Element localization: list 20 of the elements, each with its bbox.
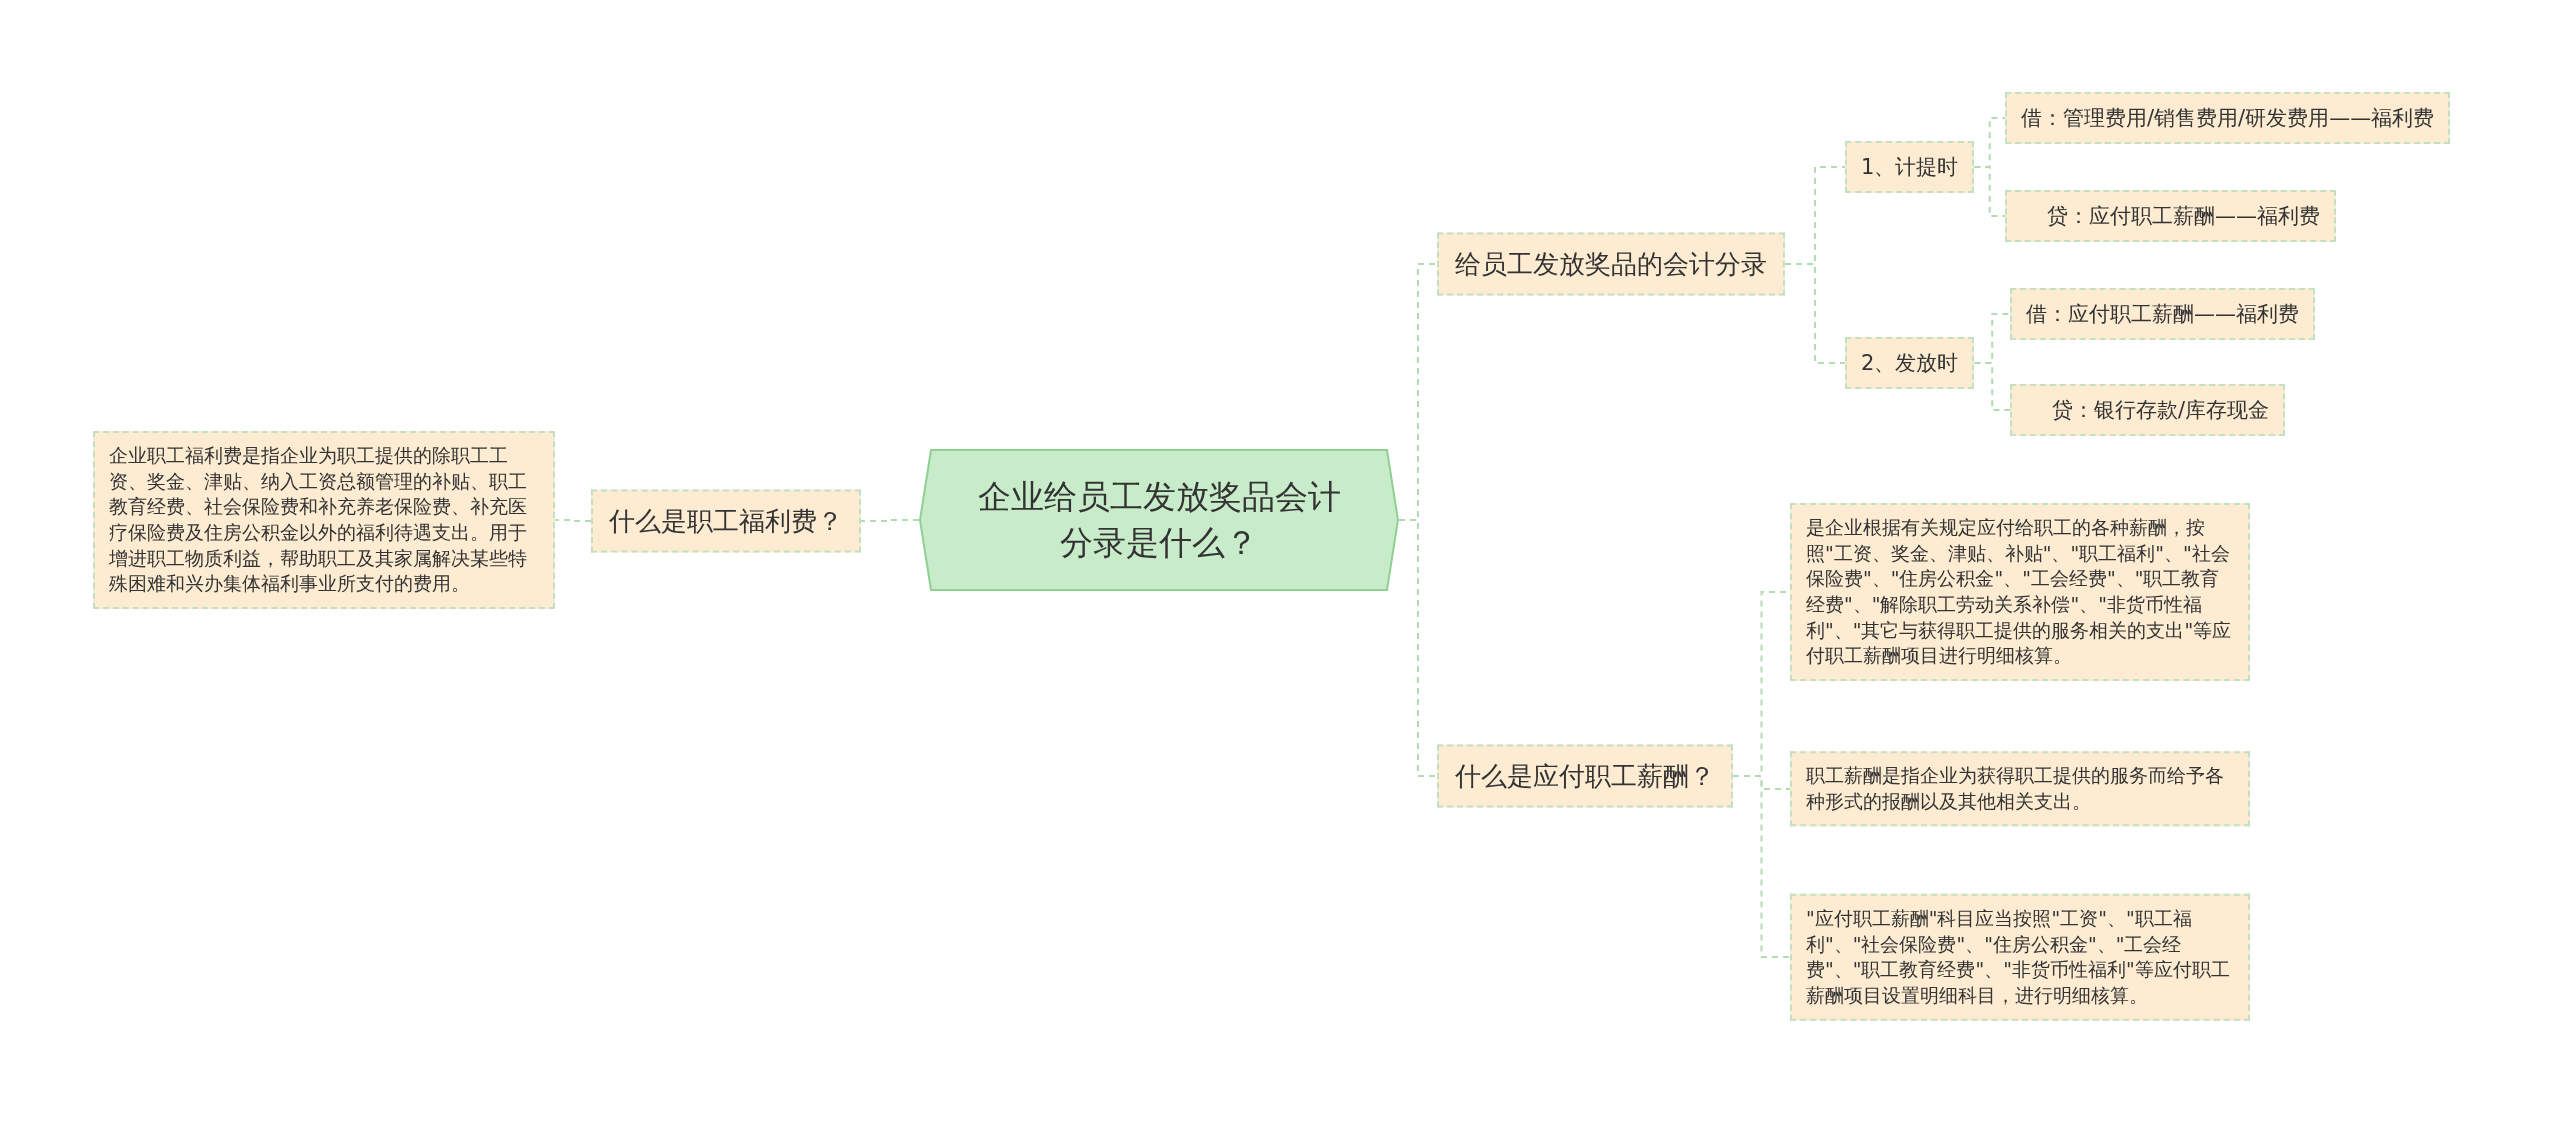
connector-line xyxy=(1973,166,2006,217)
entry-box: 1、计提时 xyxy=(1845,141,1975,193)
note-box: 是企业根据有关规定应付给职工的各种薪酬，按照"工资、奖金、津贴、补贴"、"职工福利"、"社会保险费"、"住房公积金"、"工会经费"、"职工教育经费"、"解除职工劳动关系补偿"、"非货币性福利"、"其它与获得职工提供的服务相关的支出"等应付职工薪酬项目进行明细核算。 xyxy=(1790,503,2250,681)
topic-box: 什么是职工福利费？ xyxy=(591,489,861,553)
entry-box: 借：管理费用/销售费用/研发费用——福利费 xyxy=(2005,92,2451,144)
note-box: "应付职工薪酬"科目应当按照"工资"、"职工福利"、"社会保险费"、"住房公积金"、"工会经费"、"职工教育经费"、"非货币性福利"等应付职工薪酬项目设置明细科目，进行明细核算。 xyxy=(1790,893,2250,1021)
entry-box: 贷：应付职工薪酬——福利费 xyxy=(2005,190,2336,242)
entry-box: 借：应付职工薪酬——福利费 xyxy=(2010,288,2315,340)
topic-box: 什么是应付职工薪酬？ xyxy=(1437,744,1733,808)
note-box: 职工薪酬是指企业为获得职工提供的服务而给予各种形式的报酬以及其他相关支出。 xyxy=(1790,751,2250,827)
entry-box: 贷：银行存款/库存现金 xyxy=(2010,384,2286,436)
entry-box: 2、发放时 xyxy=(1845,337,1975,389)
connector-line xyxy=(1973,362,2011,411)
connector-line xyxy=(1784,263,1846,364)
topic-box: 给员工发放奖品的会计分录 xyxy=(1437,232,1785,296)
connector-line xyxy=(1398,519,1438,777)
note-box: 企业职工福利费是指企业为职工提供的除职工工资、奖金、津贴、纳入工资总额管理的补贴、职工教育经费、社会保险费和补充养老保险费、补充医疗保险费及住房公积金以外的福利待遇支出。用于增进职工物质利益，帮助职工及其家属解决某些特殊困难和兴办集体福利事业所支付的费用。 xyxy=(93,431,555,609)
connector-line xyxy=(860,519,920,522)
connector-line xyxy=(554,519,592,522)
connector-line xyxy=(1732,775,1791,958)
